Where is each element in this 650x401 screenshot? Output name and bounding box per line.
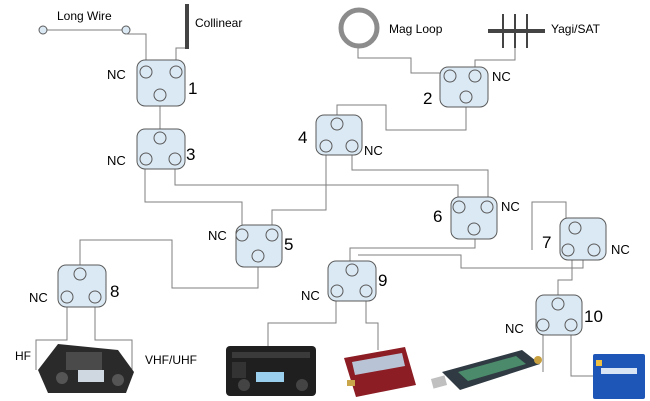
- red-sdr-box-icon: [344, 347, 416, 397]
- transceiver-radio-icon: [38, 344, 134, 393]
- switch-2-number: 2: [423, 89, 432, 108]
- switch-3-number: 3: [186, 145, 195, 164]
- mag-loop-icon: [338, 7, 380, 49]
- switch-10-number: 10: [584, 307, 603, 326]
- switch-4[interactable]: NC 4: [298, 114, 383, 158]
- switch-6-nc-label: NC: [501, 199, 520, 214]
- switch-5-nc-label: NC: [208, 228, 227, 243]
- switch-8-nc-label: NC: [29, 290, 48, 305]
- switch-1-number: 1: [188, 79, 197, 98]
- switch-3[interactable]: NC 3: [107, 128, 195, 170]
- wire-longwire-sw1: [126, 33, 147, 66]
- switch-6-number: 6: [433, 207, 442, 226]
- hf-label: HF: [15, 349, 31, 363]
- switch-8[interactable]: NC 8: [29, 264, 119, 308]
- switch-1[interactable]: NC 1: [107, 59, 197, 107]
- switch-5-number: 5: [284, 235, 293, 254]
- switch-3-nc-label: NC: [107, 153, 126, 168]
- switch-6[interactable]: NC 6: [433, 196, 520, 240]
- wire-sw3-sw6: [174, 168, 459, 200]
- blue-sdr-dongle-icon: [593, 354, 645, 399]
- wire-sw2-sw4: [336, 104, 467, 131]
- switch-4-nc-label: NC: [364, 143, 383, 158]
- switch-7-number: 7: [542, 233, 551, 252]
- wire-sw4-sw7: [351, 154, 489, 200]
- wire-sw8-hf: [35, 305, 68, 370]
- switch-9-number: 9: [378, 271, 387, 290]
- wire-sw4-sw5: [271, 154, 327, 230]
- long-wire-label: Long Wire: [57, 9, 112, 23]
- vhf-uhf-label: VHF/UHF: [145, 353, 197, 367]
- wire-sw5-sw8: [79, 239, 259, 289]
- collinear-antenna-icon: [185, 4, 189, 49]
- long-wire-end-icon: [121, 25, 131, 35]
- switch-10-nc-label: NC: [505, 321, 524, 336]
- collinear-label: Collinear: [195, 16, 242, 30]
- wire-sw9-right: [365, 300, 379, 350]
- portable-radio-icon: [226, 346, 316, 396]
- wire-sw3-sw5: [144, 168, 243, 230]
- switch-9[interactable]: NC 9: [301, 260, 387, 303]
- switch-5[interactable]: NC 5: [208, 224, 293, 268]
- wire-sw6-sw9: [349, 239, 476, 262]
- yagi-antenna-icon: [488, 14, 545, 48]
- sdr-board-icon: [430, 350, 542, 390]
- switch-9-nc-label: NC: [301, 288, 320, 303]
- switch-2-nc-label: NC: [492, 69, 511, 84]
- wire-sw8-vhf: [94, 305, 133, 372]
- wire-magloop-sw2: [357, 48, 447, 74]
- wire-sw9-left: [267, 300, 337, 346]
- yagi-sat-label: Yagi/SAT: [551, 22, 601, 36]
- mag-loop-label: Mag Loop: [389, 22, 443, 36]
- switch-10[interactable]: NC 10: [505, 294, 603, 336]
- long-wire-end-icon: [38, 25, 48, 35]
- switch-7-nc-label: NC: [611, 242, 630, 257]
- antennas: Long Wire Collinear Mag Loop Yagi/SAT: [57, 4, 601, 49]
- switch-7[interactable]: NC 7: [542, 217, 630, 261]
- wire-sw7-sw9: [358, 254, 584, 269]
- wire-sw7-sw10: [557, 259, 573, 295]
- switch-4-number: 4: [298, 128, 307, 147]
- switch-1-nc-label: NC: [107, 67, 126, 82]
- wire-sw6-sw7: [531, 201, 567, 250]
- wire-sw10-right: [570, 333, 596, 377]
- switch-8-number: 8: [110, 282, 119, 301]
- switch-2[interactable]: NC 2: [423, 66, 511, 108]
